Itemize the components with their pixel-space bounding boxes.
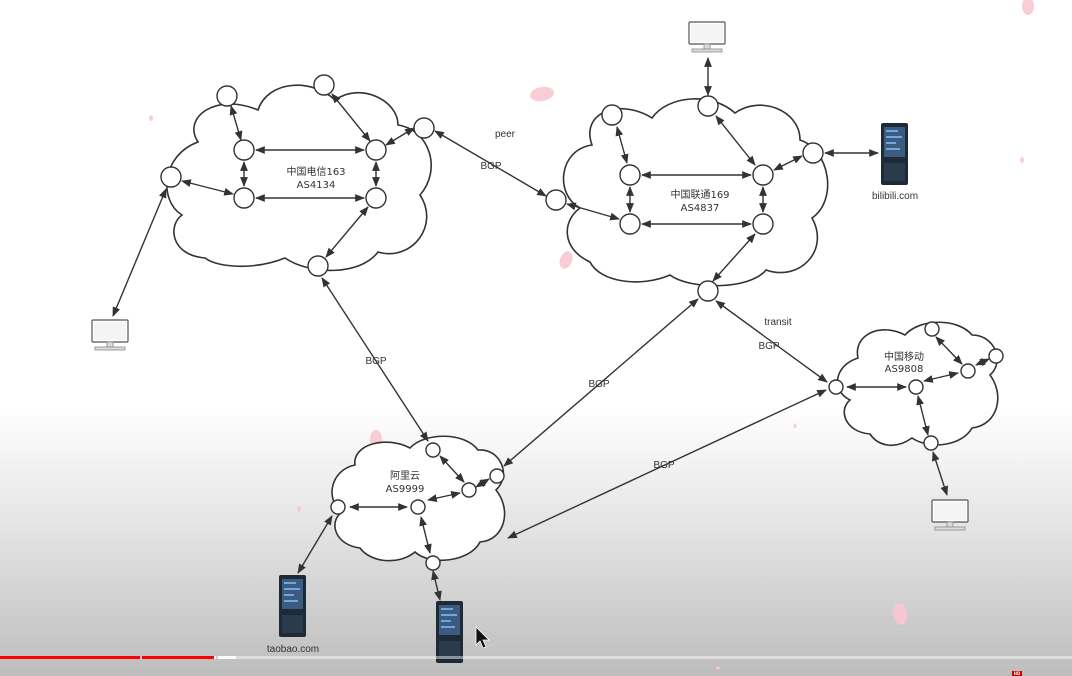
router-node xyxy=(313,74,335,96)
router-node xyxy=(545,189,567,211)
router-node xyxy=(960,363,976,379)
chapter-marker xyxy=(216,656,218,659)
monitor-icon xyxy=(91,319,129,351)
router-node xyxy=(365,139,387,161)
host-label-taobao: taobao.com xyxy=(267,644,319,655)
router-node xyxy=(619,164,641,186)
cloud-aliyun-as: AS9999 xyxy=(386,484,425,495)
router-node xyxy=(233,139,255,161)
router-node xyxy=(489,468,505,484)
edge-label-bgp: BGP xyxy=(758,341,779,352)
edge-label-bgp: BGP xyxy=(480,161,501,172)
host-label-bilibili: bilibili.com xyxy=(872,191,918,202)
router-node xyxy=(160,166,182,188)
server-rack-icon xyxy=(279,575,306,637)
router-node xyxy=(924,321,940,337)
router-node xyxy=(216,85,238,107)
cloud-aliyun-name: 阿里云 xyxy=(390,470,420,482)
router-node xyxy=(233,187,255,209)
router-node xyxy=(330,499,346,515)
router-node xyxy=(802,142,824,164)
router-node xyxy=(619,213,641,235)
router-node xyxy=(697,95,719,117)
router-node xyxy=(828,379,844,395)
router-node xyxy=(410,499,426,515)
router-node xyxy=(752,164,774,186)
router-node xyxy=(425,555,441,571)
chapter-marker xyxy=(140,656,142,659)
cloud-aliyun xyxy=(331,435,506,562)
cloud-telecom-as: AS4134 xyxy=(297,180,336,191)
hd-badge: HD xyxy=(1012,671,1022,676)
router-nodes xyxy=(160,74,1004,571)
router-node xyxy=(461,482,477,498)
edge-label-bgp: BGP xyxy=(653,460,674,471)
router-node xyxy=(307,255,329,277)
router-node xyxy=(413,117,435,139)
cloud-unicom-name: 中国联通169 xyxy=(670,188,729,201)
server-rack-icon xyxy=(881,123,908,185)
router-node xyxy=(923,435,939,451)
cloud-telecom-name: 中国电信163 xyxy=(286,165,345,178)
monitor-icon xyxy=(931,499,969,531)
edge-label-bgp: BGP xyxy=(365,356,386,367)
cloud-mobile-as: AS9808 xyxy=(885,364,924,375)
router-node xyxy=(365,187,387,209)
video-progress-bar[interactable] xyxy=(0,656,1072,659)
router-node xyxy=(601,104,623,126)
edge-label-transit: transit xyxy=(764,317,791,328)
edge-label-peer: peer xyxy=(495,129,516,140)
router-node xyxy=(988,348,1004,364)
router-node xyxy=(425,442,441,458)
cloud-unicom xyxy=(562,98,829,287)
router-node xyxy=(697,280,719,302)
cloud-unicom-as: AS4837 xyxy=(681,203,720,214)
edge-label-bgp: BGP xyxy=(588,379,609,390)
router-node xyxy=(908,379,924,395)
monitor-icon xyxy=(688,21,726,53)
cloud-mobile-name: 中国移动 xyxy=(884,350,924,363)
server-rack-icon xyxy=(436,601,463,663)
mouse-cursor-icon xyxy=(475,626,490,649)
video-controls[interactable] xyxy=(0,659,1072,676)
links xyxy=(112,57,990,601)
router-node xyxy=(752,213,774,235)
video-played-bar xyxy=(0,656,215,659)
